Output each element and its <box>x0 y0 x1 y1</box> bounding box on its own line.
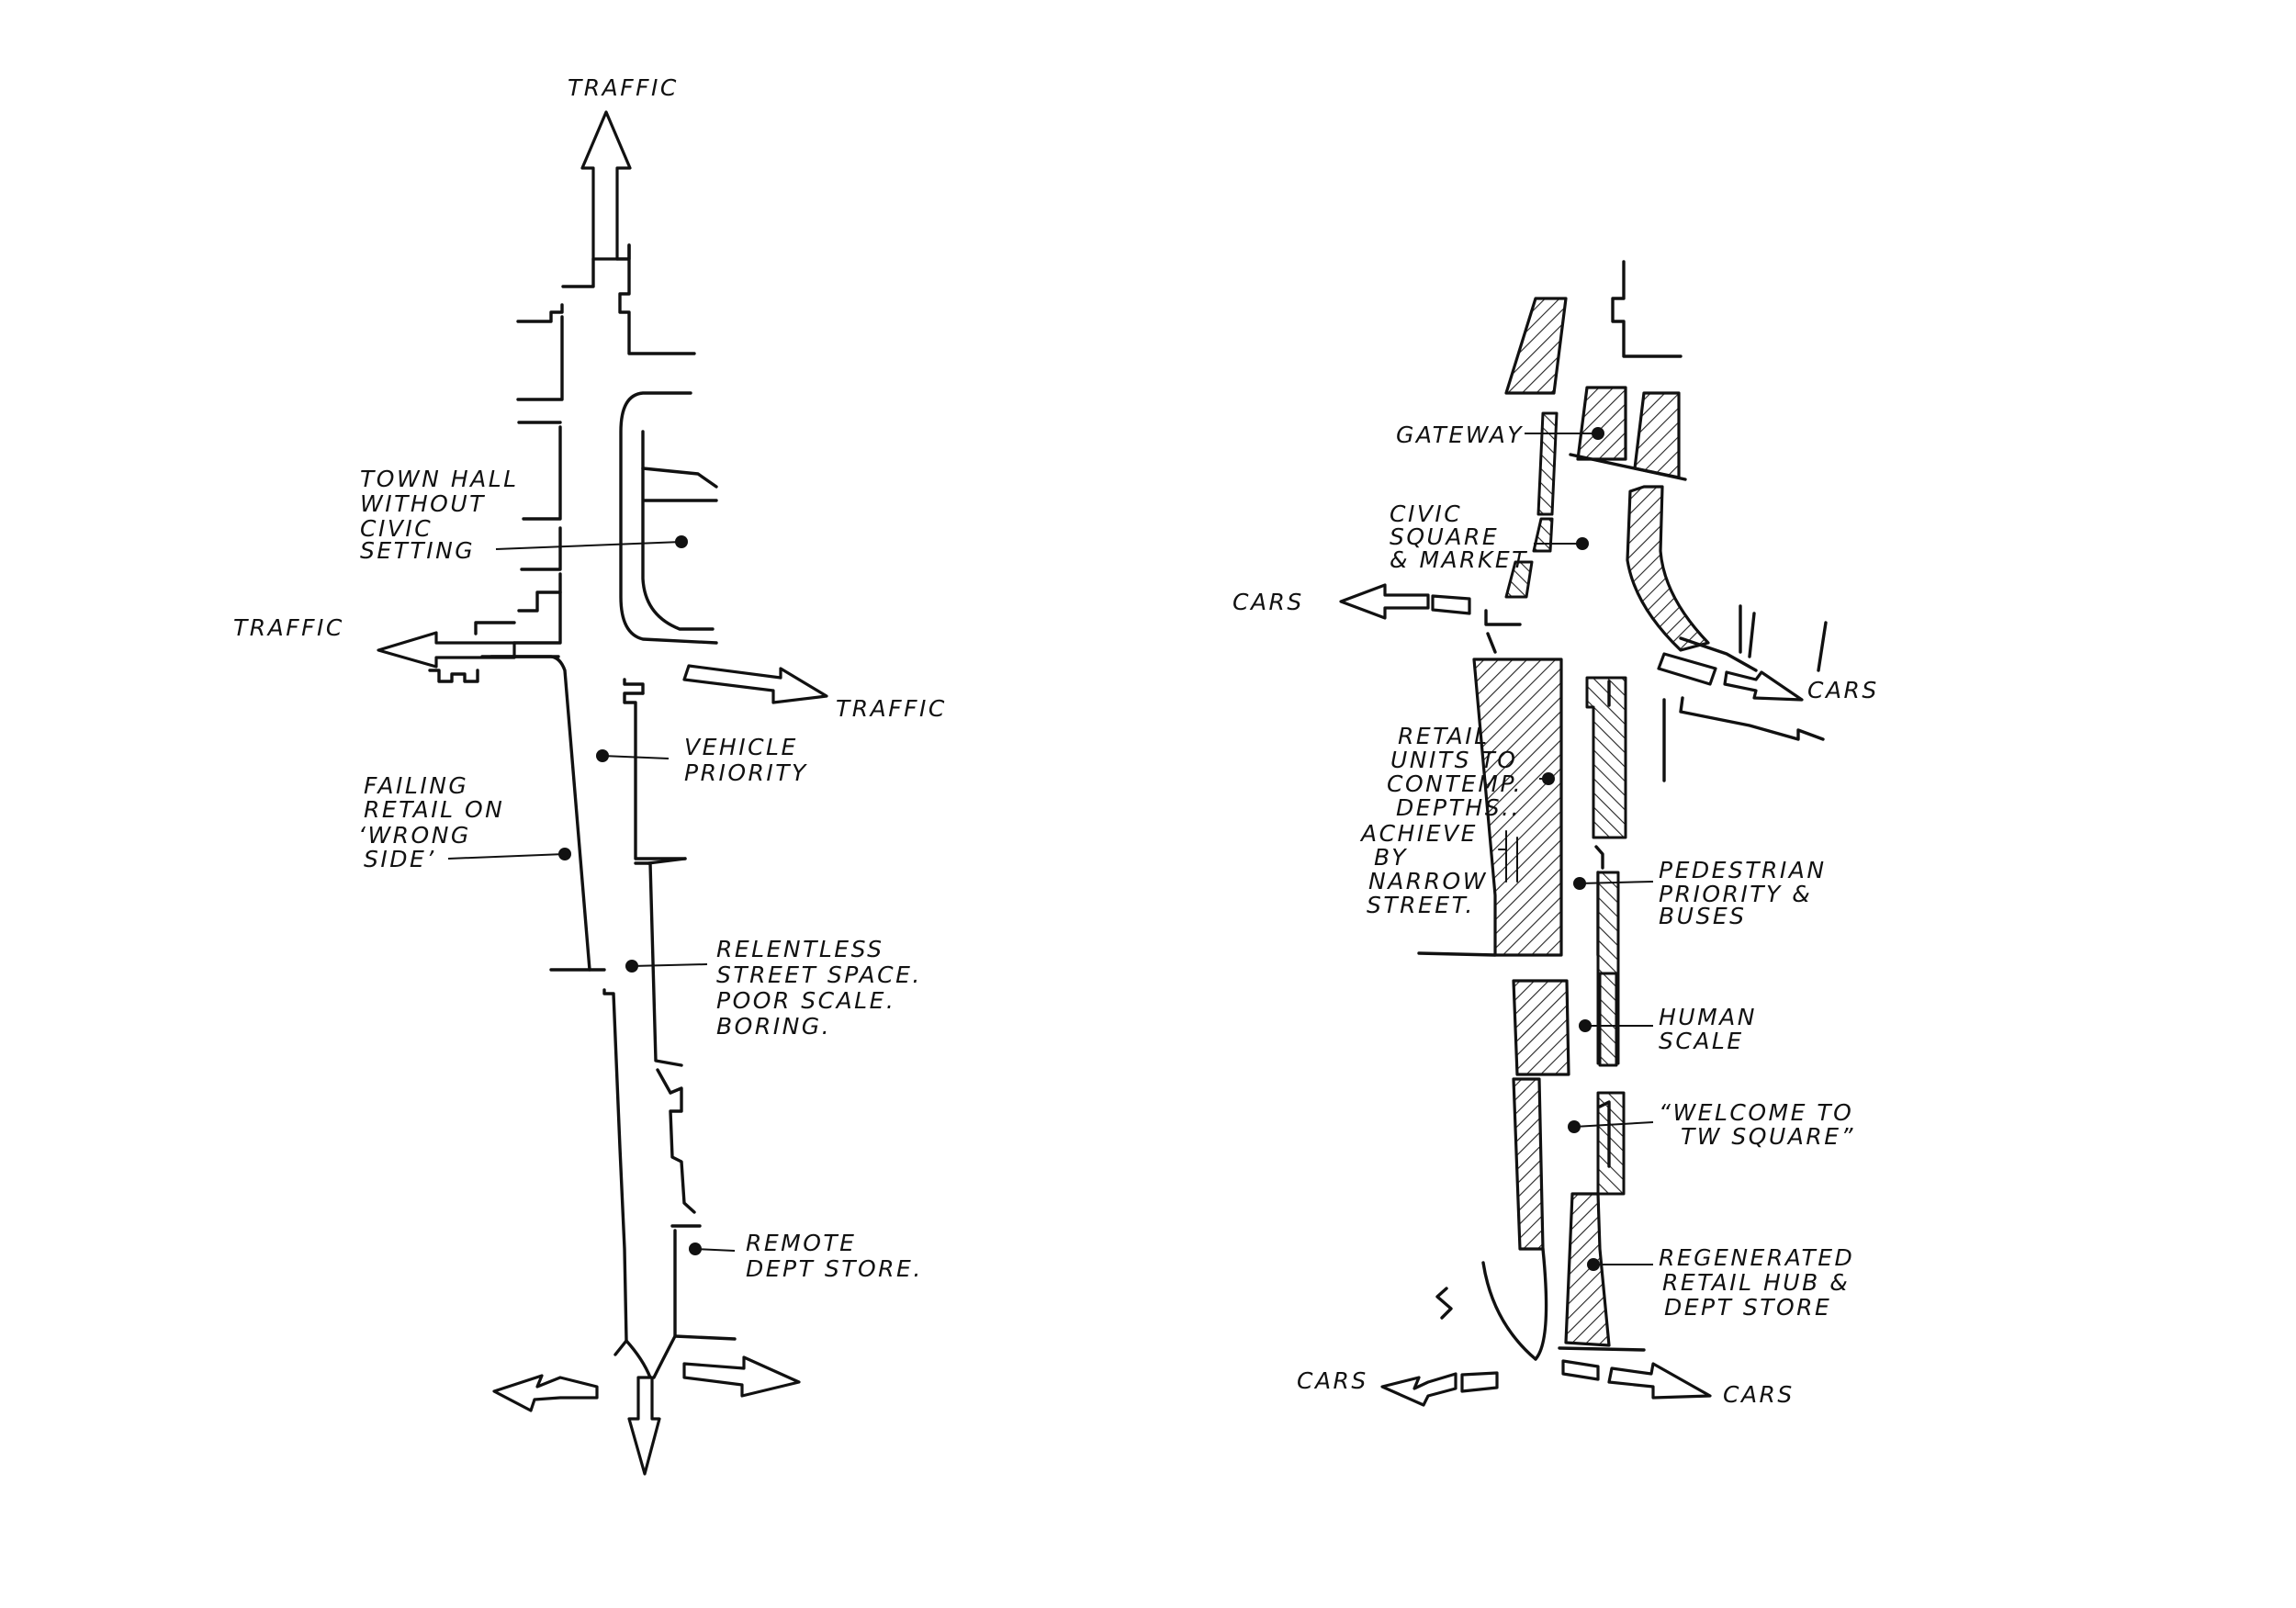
label-pedestrian-3: BUSES <box>1659 903 1746 929</box>
label-gateway: GATEWAY <box>1396 422 1524 448</box>
label-retail-units-1: RETAIL <box>1398 723 1490 749</box>
right-street-plan <box>1339 260 1828 1407</box>
dot-human-scale <box>1579 1019 1592 1032</box>
human-scale-block-east <box>1598 972 1618 1067</box>
label-remote-store-1: REMOTE <box>746 1230 856 1256</box>
cars-arrow-southeast <box>1561 1359 1600 1381</box>
label-vehicle-priority-2: PRIORITY <box>684 759 808 786</box>
label-achieve-4: STREET. <box>1367 892 1475 918</box>
cars-arrow-east <box>1657 652 1717 686</box>
traffic-arrow-north <box>580 110 632 261</box>
right-labels: GATEWAY CIVIC SQUARE & MARKET CARS CARS … <box>1232 422 1879 1408</box>
label-welcome-2: TW SQUARE” <box>1681 1123 1855 1150</box>
human-scale-block-west <box>1512 979 1570 1076</box>
label-traffic-top: TRAFFIC <box>568 74 679 101</box>
label-cars-bottom-right: CARS <box>1723 1381 1795 1408</box>
welcome-block-west <box>1512 1077 1545 1251</box>
label-achieve-1: ACHIEVE <box>1359 820 1478 847</box>
retail-hub-block <box>1564 1192 1611 1347</box>
label-civic-2: SQUARE <box>1390 523 1499 550</box>
civic-block-right <box>1626 485 1710 652</box>
left-street-plan <box>377 110 828 1476</box>
label-town-hall-3: CIVIC <box>360 515 433 542</box>
dot-relentless <box>625 960 638 973</box>
label-vehicle-priority-1: VEHICLE <box>684 734 798 760</box>
traffic-arrow-west <box>377 631 516 669</box>
label-civic-1: CIVIC <box>1390 500 1462 527</box>
label-pedestrian-1: PEDESTRIAN <box>1659 857 1827 883</box>
label-town-hall-4: SETTING <box>360 537 475 564</box>
block-north-west <box>1504 297 1568 395</box>
label-retail-units-3: CONTEMP. <box>1387 770 1523 797</box>
dot-town-hall <box>675 535 688 548</box>
dot-remote-store <box>689 1243 702 1255</box>
gateway-block-left <box>1576 386 1627 461</box>
label-achieve-2: BY <box>1374 844 1408 871</box>
dot-regenerated <box>1587 1258 1600 1271</box>
label-traffic-right: TRAFFIC <box>836 695 947 722</box>
traffic-arrow-south <box>627 1376 661 1476</box>
label-cars-bottom-left: CARS <box>1297 1367 1368 1394</box>
dot-civic-square <box>1576 537 1589 550</box>
retail-block-east <box>1585 676 1627 839</box>
traffic-arrow-southwest <box>492 1374 599 1412</box>
label-relentless-4: BORING. <box>716 1013 831 1040</box>
label-relentless-1: RELENTLESS <box>716 936 884 962</box>
label-regenerated-2: RETAIL HUB & <box>1662 1269 1850 1296</box>
dot-failing-retail <box>558 848 571 860</box>
civic-block-left <box>1536 411 1559 516</box>
label-relentless-3: POOR SCALE. <box>716 987 895 1014</box>
label-regenerated-3: DEPT STORE <box>1664 1294 1831 1321</box>
label-welcome-1: “WELCOME TO <box>1659 1099 1853 1126</box>
label-failing-retail-1: FAILING <box>364 772 468 799</box>
label-civic-3: & MARKET <box>1390 546 1528 573</box>
dot-gateway <box>1592 427 1604 440</box>
dot-welcome <box>1568 1120 1581 1133</box>
dot-retail-units <box>1542 772 1555 785</box>
label-cars-right: CARS <box>1807 677 1879 703</box>
retail-block-west <box>1472 658 1563 957</box>
label-regenerated-1: REGENERATED <box>1659 1244 1854 1271</box>
traffic-arrow-southeast <box>682 1355 801 1398</box>
label-remote-store-2: DEPT STORE. <box>746 1255 923 1282</box>
dot-pedestrian <box>1573 877 1586 890</box>
label-human-scale-2: SCALE <box>1659 1028 1744 1054</box>
label-failing-retail-2: RETAIL ON <box>364 796 504 823</box>
label-traffic-left: TRAFFIC <box>233 614 344 641</box>
left-labels: TRAFFIC TRAFFIC TRAFFIC TOWN HALL WITHOU… <box>233 74 947 1282</box>
label-pedestrian-2: PRIORITY & <box>1659 881 1812 907</box>
label-retail-units-2: UNITS TO <box>1390 747 1517 773</box>
label-relentless-2: STREET SPACE. <box>716 961 922 988</box>
label-failing-retail-4: SIDE’ <box>364 846 436 872</box>
label-achieve-3: NARROW <box>1368 868 1488 894</box>
welcome-block-east <box>1596 1091 1626 1196</box>
dot-vehicle-priority <box>596 749 609 762</box>
gateway-block-right <box>1633 391 1681 479</box>
town-hall-outline <box>619 391 718 645</box>
label-cars-left: CARS <box>1232 589 1304 615</box>
label-failing-retail-3: ‘WRONG <box>358 822 471 849</box>
label-human-scale-1: HUMAN <box>1659 1004 1757 1030</box>
label-town-hall-1: TOWN HALL <box>360 466 519 492</box>
label-town-hall-2: WITHOUT <box>360 490 486 517</box>
label-retail-units-4: DEPTHS.. <box>1396 794 1521 821</box>
traffic-arrow-east <box>682 664 828 704</box>
cars-arrow-west <box>1339 583 1430 620</box>
cars-arrow-southwest <box>1460 1371 1499 1393</box>
